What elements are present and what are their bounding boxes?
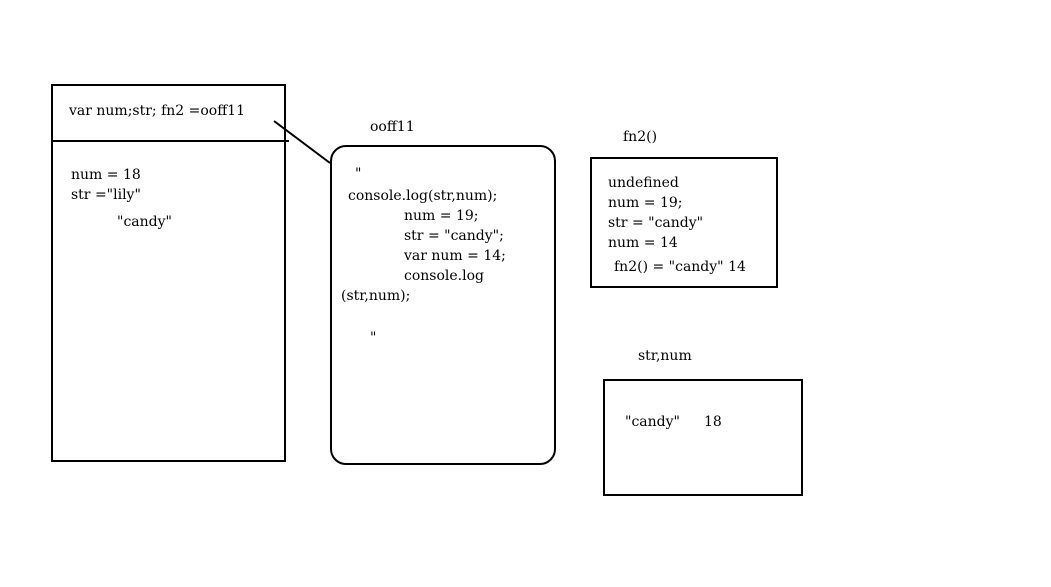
output-num-value: 18 bbox=[704, 414, 722, 430]
fn2-scope-label: fn2() bbox=[623, 129, 658, 145]
fn2-line-2: num = 19; bbox=[608, 195, 683, 211]
fn2-result: fn2() = "candy" 14 bbox=[614, 259, 746, 275]
fn2-line-1: undefined bbox=[608, 175, 679, 191]
function-line-5: console.log bbox=[404, 268, 484, 284]
function-line-3: str = "candy"; bbox=[404, 228, 504, 244]
function-object-label: ooff11 bbox=[370, 119, 415, 135]
global-declarations: var num;str; fn2 =ooff11 bbox=[69, 103, 245, 119]
global-scope-box bbox=[51, 84, 286, 462]
function-line-2: num = 19; bbox=[404, 208, 479, 224]
function-open-quote: " bbox=[355, 166, 362, 182]
function-line-4: var num = 14; bbox=[404, 248, 506, 264]
global-str-update: "candy" bbox=[117, 214, 172, 230]
global-scope-divider bbox=[51, 140, 289, 142]
output-label: str,num bbox=[638, 348, 692, 364]
fn2-scope-box bbox=[590, 157, 778, 288]
output-str-value: "candy" bbox=[625, 414, 680, 430]
function-line-1: console.log(str,num); bbox=[348, 188, 498, 204]
function-object-box bbox=[330, 145, 556, 465]
global-num-assign: num = 18 bbox=[71, 167, 141, 183]
global-str-assign: str ="lily" bbox=[71, 187, 141, 203]
fn2-line-4: num = 14 bbox=[608, 235, 678, 251]
fn2-reference-arrow bbox=[273, 120, 331, 164]
output-box bbox=[603, 379, 803, 496]
function-line-6: (str,num); bbox=[341, 288, 411, 304]
function-close-quote: " bbox=[370, 330, 377, 346]
fn2-line-3: str = "candy" bbox=[608, 215, 704, 231]
